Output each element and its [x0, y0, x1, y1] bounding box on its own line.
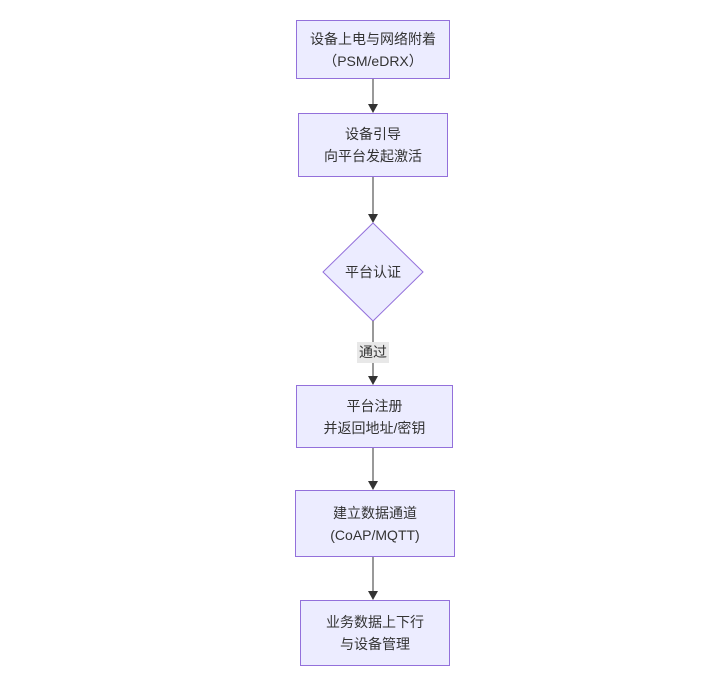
- node-text-line: 业务数据上下行: [326, 614, 424, 630]
- node-text-line: 平台注册: [346, 397, 403, 414]
- node-text-line: 向平台发起激活: [324, 148, 422, 164]
- decision-platform-auth-label: 平台认证: [345, 264, 401, 280]
- node-text-line: （PSM/eDRX）: [323, 52, 423, 69]
- arrowhead-a-b: [368, 104, 378, 113]
- arrowhead-e-f: [368, 591, 378, 600]
- node-power-network-attach: 设备上电与网络附着 （PSM/eDRX）: [296, 20, 450, 79]
- edge-label-pass: 通过: [357, 342, 389, 363]
- arrowhead-b-c: [368, 214, 378, 223]
- arrowhead-c-d: [368, 376, 378, 385]
- node-business-data: 业务数据上下行 与设备管理: [300, 600, 450, 666]
- node-text-line: 建立数据通道: [333, 504, 417, 521]
- node-text-line: 设备上电与网络附着: [310, 30, 436, 47]
- node-text-line: 设备引导: [345, 126, 401, 142]
- node-data-channel: 建立数据通道 (CoAP/MQTT): [295, 490, 455, 557]
- node-platform-register: 平台注册 并返回地址/密钥: [296, 385, 453, 448]
- node-device-bootstrap: 设备引导 向平台发起激活: [298, 113, 448, 177]
- node-text-line: 与设备管理: [340, 636, 410, 652]
- arrowhead-d-e: [368, 481, 378, 490]
- node-text-line: 并返回地址/密钥: [323, 419, 426, 436]
- node-text-line: (CoAP/MQTT): [330, 526, 420, 543]
